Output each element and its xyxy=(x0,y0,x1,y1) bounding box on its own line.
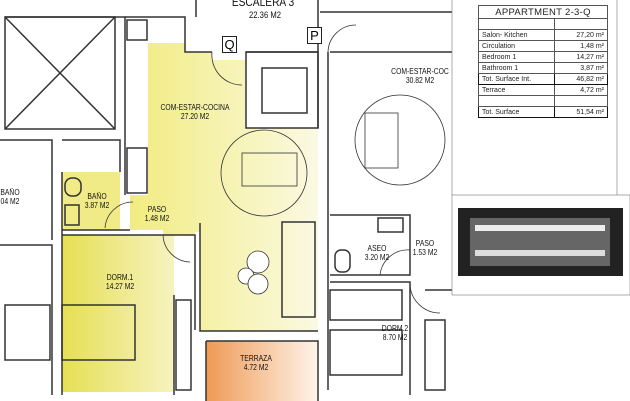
unit-marker-p: P xyxy=(307,27,322,44)
unit-marker-q: Q xyxy=(222,36,237,53)
room-label-escalera: ESCALERA 3 xyxy=(231,0,295,9)
area-table-title: APPARTMENT 2-3-Q xyxy=(478,5,608,19)
bedroom-1-fill xyxy=(62,235,174,392)
dining-table-right xyxy=(354,94,446,186)
table-row-total-interior: Tot. Surface Int.46,82 m² xyxy=(478,73,608,85)
dining-table-left xyxy=(220,129,308,217)
room-area-escalera: 22.36 M2 xyxy=(249,10,281,20)
walls xyxy=(0,0,452,401)
door-swings xyxy=(104,24,441,314)
key-plan xyxy=(451,194,630,296)
living-area-fill xyxy=(130,43,318,331)
terrace-fill xyxy=(206,341,318,401)
bathroom-fill xyxy=(62,172,120,230)
coffee-table xyxy=(237,250,270,295)
